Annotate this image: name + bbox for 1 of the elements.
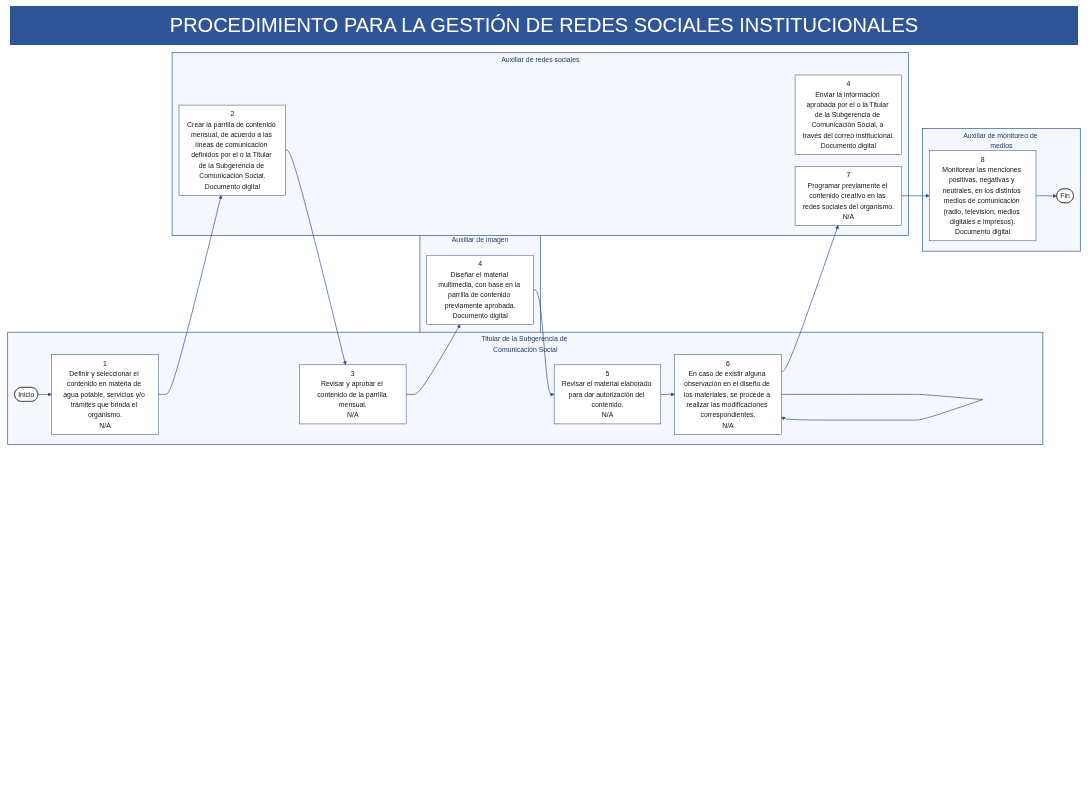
diagram-title: PROCEDIMIENTO PARA LA GESTIÓN DE REDES SOCIALES INSTITUCIONALES [10,6,1078,45]
